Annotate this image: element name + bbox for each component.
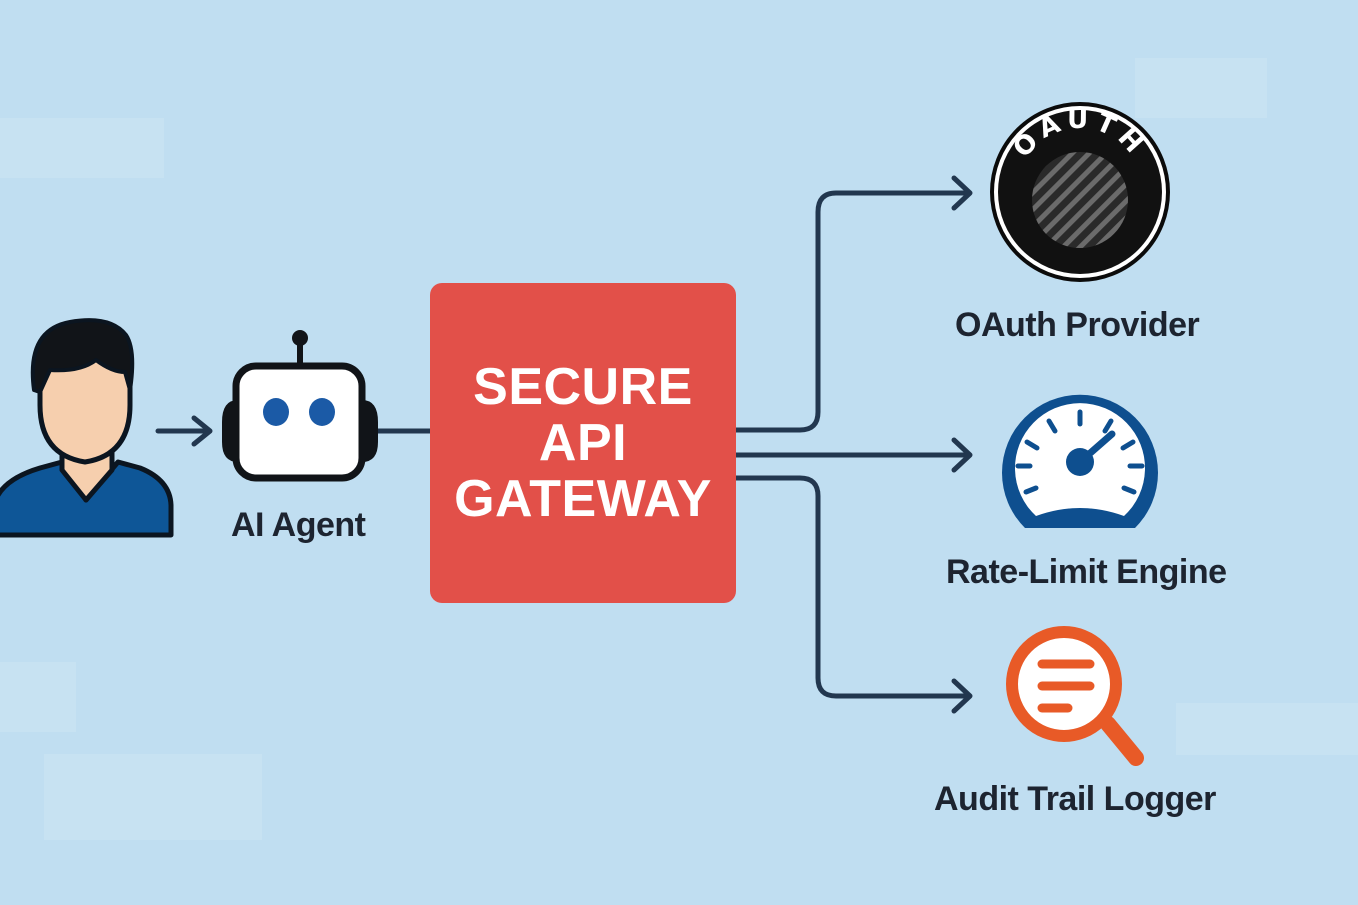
magnifier-log-icon xyxy=(1006,626,1144,766)
speedometer-icon xyxy=(1002,394,1158,528)
connector-to-audit xyxy=(736,475,973,714)
oauth-provider-label: OAuth Provider xyxy=(955,306,1200,344)
robot-icon xyxy=(222,330,378,482)
connector-to-oauth xyxy=(736,175,973,433)
agent-label: AI Agent xyxy=(231,506,366,544)
oauth-badge-icon: OAUTH xyxy=(990,102,1170,282)
gateway-title-line-1: SECURE xyxy=(473,358,693,416)
connector-to-rate-limit xyxy=(736,437,973,473)
arrow-user-to-agent xyxy=(155,415,213,447)
background-tile xyxy=(44,754,262,840)
user-icon xyxy=(0,318,174,538)
secure-api-gateway-box: SECURE API GATEWAY xyxy=(430,283,736,603)
rate-limit-engine-label: Rate-Limit Engine xyxy=(946,553,1227,591)
background-tile xyxy=(1135,58,1267,118)
gateway-title-line-2: API xyxy=(538,414,628,472)
background-tile xyxy=(0,118,164,178)
background-tile xyxy=(1176,703,1358,755)
background-tile xyxy=(0,662,76,732)
gateway-title-line-3: GATEWAY xyxy=(454,470,712,528)
audit-trail-logger-label: Audit Trail Logger xyxy=(934,780,1216,818)
